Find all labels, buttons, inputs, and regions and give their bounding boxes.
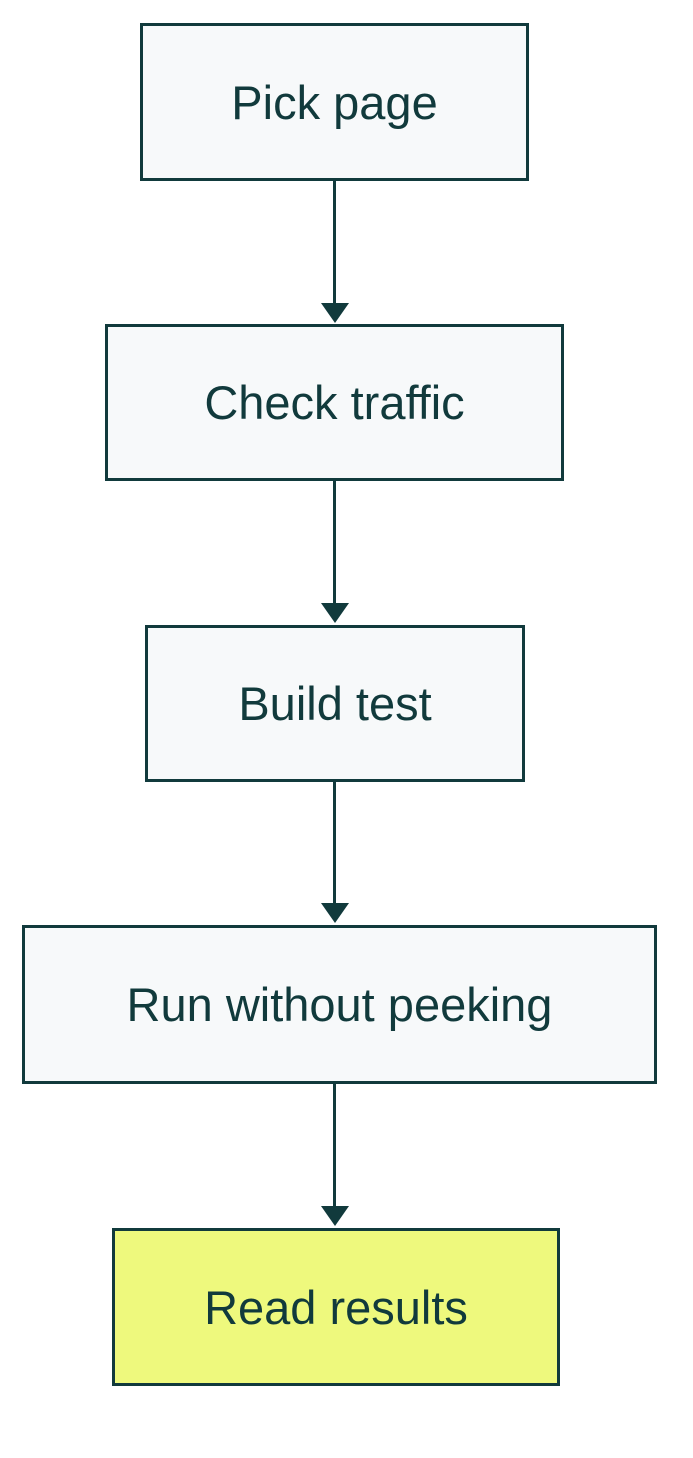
node-label: Check traffic — [204, 376, 465, 429]
node-label: Pick page — [231, 75, 438, 129]
node-label: Build test — [238, 677, 432, 730]
node-label: Read results — [204, 1280, 468, 1334]
edge-connector-line — [333, 181, 336, 303]
edge-connector-line — [333, 481, 336, 603]
flowchart-node-run-without-peeking: Run without peeking — [22, 925, 657, 1084]
arrowhead-down-icon — [321, 903, 349, 923]
edge-connector-line — [333, 1084, 336, 1206]
flowchart-node-check-traffic: Check traffic — [105, 324, 564, 481]
flowchart-node-pick-page: Pick page — [140, 23, 529, 181]
arrowhead-down-icon — [321, 1206, 349, 1226]
flowchart-node-build-test: Build test — [145, 625, 525, 782]
node-label: Run without peeking — [126, 978, 553, 1031]
arrowhead-down-icon — [321, 303, 349, 323]
arrowhead-down-icon — [321, 603, 349, 623]
flowchart-node-read-results: Read results — [112, 1228, 560, 1386]
edge-connector-line — [333, 782, 336, 903]
